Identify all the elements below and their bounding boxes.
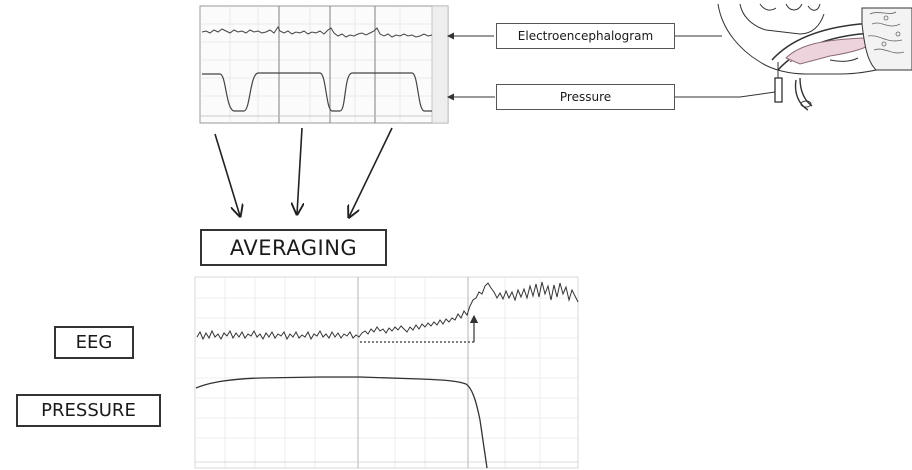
raw-eeg-trace (201, 26, 433, 38)
averaged-eeg-trace (196, 281, 579, 341)
raw-recording-scrollbar (431, 5, 449, 124)
averaged-panel (194, 276, 579, 469)
raw-recording-grid (200, 6, 432, 123)
pressure-label: Pressure (496, 84, 675, 110)
pressure-result-label-text: PRESSURE (41, 400, 136, 421)
anatomy-illustration (717, 3, 912, 111)
averaged-sweep-markers (357, 277, 469, 468)
pressure-label-text: Pressure (559, 90, 612, 104)
raw-recording-sweep-markers (278, 6, 376, 123)
averaged-pressure-trace (195, 376, 488, 469)
signal-connectors (447, 32, 776, 101)
pressure-result-label: PRESSURE (16, 394, 161, 427)
electroencephalogram-label-text: Electroencephalogram (517, 29, 654, 43)
arrow-right (349, 127, 393, 217)
eeg-label: EEG (54, 326, 134, 359)
arrow-middle (297, 127, 302, 214)
raw-recording-panel (199, 5, 449, 124)
raw-pressure-trace (202, 72, 432, 112)
averaging-box-text: AVERAGING (229, 235, 358, 260)
averaging-arrows (214, 127, 393, 217)
electroencephalogram-label: Electroencephalogram (496, 23, 675, 49)
eeg-label-text: EEG (75, 332, 113, 353)
arrow-left (214, 133, 240, 216)
averaging-box: AVERAGING (200, 229, 387, 266)
